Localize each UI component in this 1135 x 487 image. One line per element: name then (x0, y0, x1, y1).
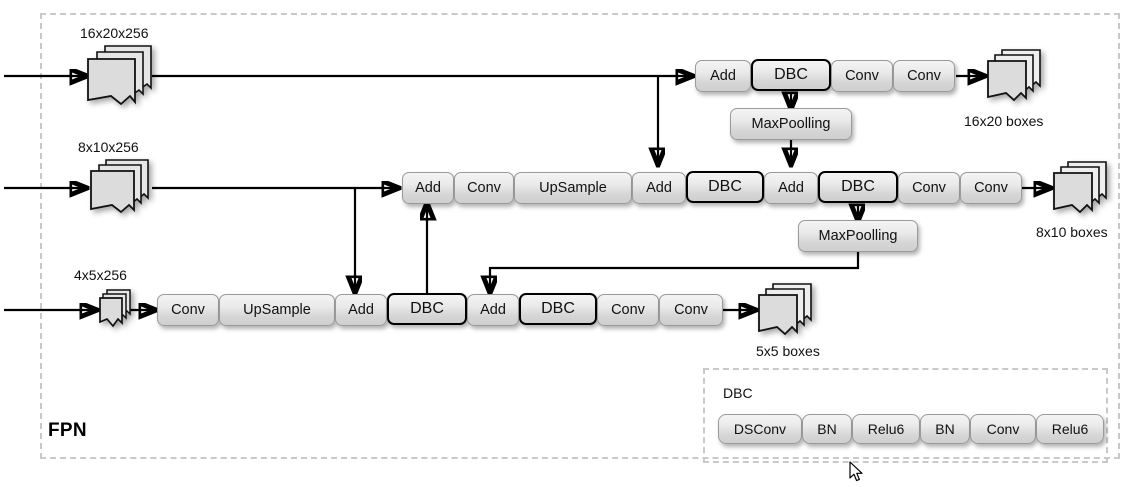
dbc-legend-region (703, 368, 1108, 463)
block-top-maxpoolling[interactable]: MaxPoolling (730, 108, 852, 140)
legend-block-conv[interactable]: Conv (970, 414, 1036, 444)
fpn-label: FPN (48, 420, 87, 441)
label-input-8x10: 8x10x256 (78, 139, 139, 155)
label-output-8x10-boxes: 8x10 boxes (1036, 224, 1108, 240)
label-input-16x20: 16x20x256 (80, 25, 149, 41)
block-bot-dbc-2[interactable]: DBC (519, 293, 597, 325)
block-mid-upsample[interactable]: UpSample (514, 172, 632, 204)
label-output-16x20-boxes: 16x20 boxes (964, 113, 1044, 129)
block-bot-dbc-1[interactable]: DBC (387, 293, 467, 325)
block-mid-dbc-2[interactable]: DBC (818, 171, 898, 203)
output-stack-16x20 (985, 48, 1045, 108)
block-mid-add-2[interactable]: Add (632, 172, 686, 204)
feature-stack-4x5 (98, 288, 134, 330)
output-stack-8x10 (1051, 160, 1111, 220)
block-bot-upsample[interactable]: UpSample (219, 294, 335, 326)
block-top-conv-1[interactable]: Conv (831, 60, 893, 92)
feature-stack-16x20 (85, 44, 157, 110)
block-top-dbc[interactable]: DBC (751, 59, 831, 91)
legend-block-relu6-1[interactable]: Relu6 (852, 414, 920, 444)
block-mid-maxpoolling[interactable]: MaxPoolling (798, 220, 918, 252)
block-top-conv-2[interactable]: Conv (893, 60, 955, 92)
feature-stack-8x10 (88, 158, 154, 218)
block-bot-add-1[interactable]: Add (335, 294, 387, 326)
block-mid-add-3[interactable]: Add (764, 172, 818, 204)
label-output-5x5-boxes: 5x5 boxes (756, 343, 820, 359)
legend-block-relu6-2[interactable]: Relu6 (1036, 414, 1104, 444)
block-mid-conv-1[interactable]: Conv (454, 172, 514, 204)
dbc-legend-title: DBC (723, 385, 753, 401)
mouse-cursor (849, 461, 865, 483)
block-mid-add-1[interactable]: Add (402, 172, 454, 204)
legend-block-dsconv[interactable]: DSConv (718, 414, 802, 444)
block-bot-conv-3[interactable]: Conv (659, 294, 723, 326)
block-mid-dbc-1[interactable]: DBC (686, 171, 764, 203)
block-top-add[interactable]: Add (695, 60, 751, 92)
block-mid-conv-2[interactable]: Conv (898, 172, 960, 204)
label-input-4x5: 4x5x256 (74, 267, 127, 283)
block-bot-conv-2[interactable]: Conv (597, 294, 659, 326)
block-mid-conv-3[interactable]: Conv (960, 172, 1022, 204)
output-stack-5x5 (756, 282, 816, 342)
legend-block-bn-1[interactable]: BN (802, 414, 852, 444)
block-bot-add-2[interactable]: Add (467, 294, 519, 326)
fpn-region (40, 13, 1120, 459)
legend-block-bn-2[interactable]: BN (920, 414, 970, 444)
block-bot-conv-1[interactable]: Conv (157, 294, 219, 326)
